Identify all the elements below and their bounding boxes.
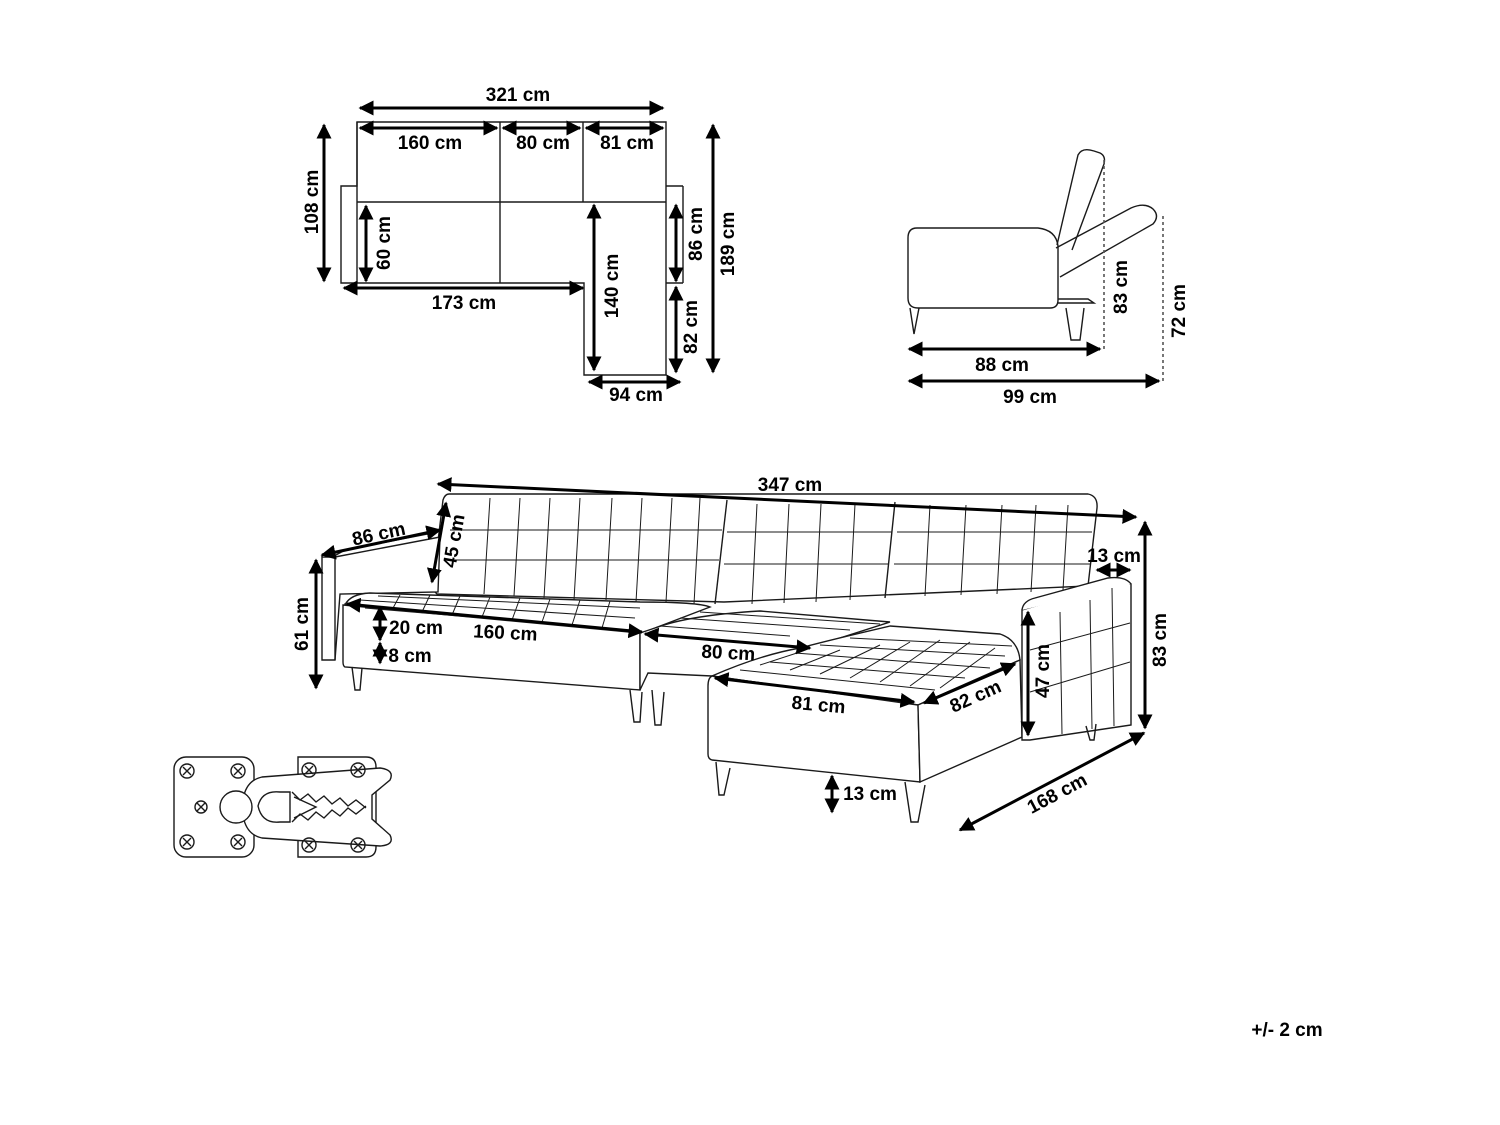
label-94: 94 cm: [609, 385, 663, 406]
label-13-leg: 13 cm: [843, 784, 897, 805]
label-80-top: 80 cm: [516, 133, 570, 154]
label-83-persp: 83 cm: [1150, 613, 1171, 667]
label-189: 189 cm: [718, 212, 739, 276]
label-82-top: 82 cm: [681, 300, 702, 354]
label-20: 20 cm: [389, 618, 443, 639]
top-view: [316, 100, 721, 390]
label-160-persp: 160 cm: [473, 621, 538, 645]
label-88: 88 cm: [975, 355, 1029, 376]
label-72-side: 72 cm: [1169, 284, 1190, 338]
label-99: 99 cm: [1003, 387, 1057, 408]
label-140: 140 cm: [602, 254, 623, 318]
tolerance-note: +/- 2 cm: [1251, 1020, 1322, 1041]
perspective-view: [308, 477, 1153, 832]
label-173: 173 cm: [432, 293, 496, 314]
label-61: 61 cm: [292, 597, 313, 651]
label-80-persp: 80 cm: [701, 642, 756, 666]
label-81-persp: 81 cm: [791, 693, 847, 719]
label-347: 347 cm: [758, 475, 822, 496]
label-13-arm: 13 cm: [1087, 546, 1141, 567]
label-8: 8 cm: [388, 646, 431, 667]
label-47: 47 cm: [1033, 644, 1054, 698]
label-321: 321 cm: [486, 85, 550, 106]
label-160-top: 160 cm: [398, 133, 462, 154]
label-108: 108 cm: [302, 170, 323, 234]
label-83-side: 83 cm: [1111, 260, 1132, 314]
connector-bracket-icon: [173, 756, 392, 858]
side-view: [907, 148, 1164, 389]
label-81-top: 81 cm: [600, 133, 654, 154]
label-86-top: 86 cm: [686, 207, 707, 261]
armrest-tufting: [1029, 587, 1131, 735]
label-60: 60 cm: [374, 216, 395, 270]
backrest-tufting: [445, 497, 1092, 605]
